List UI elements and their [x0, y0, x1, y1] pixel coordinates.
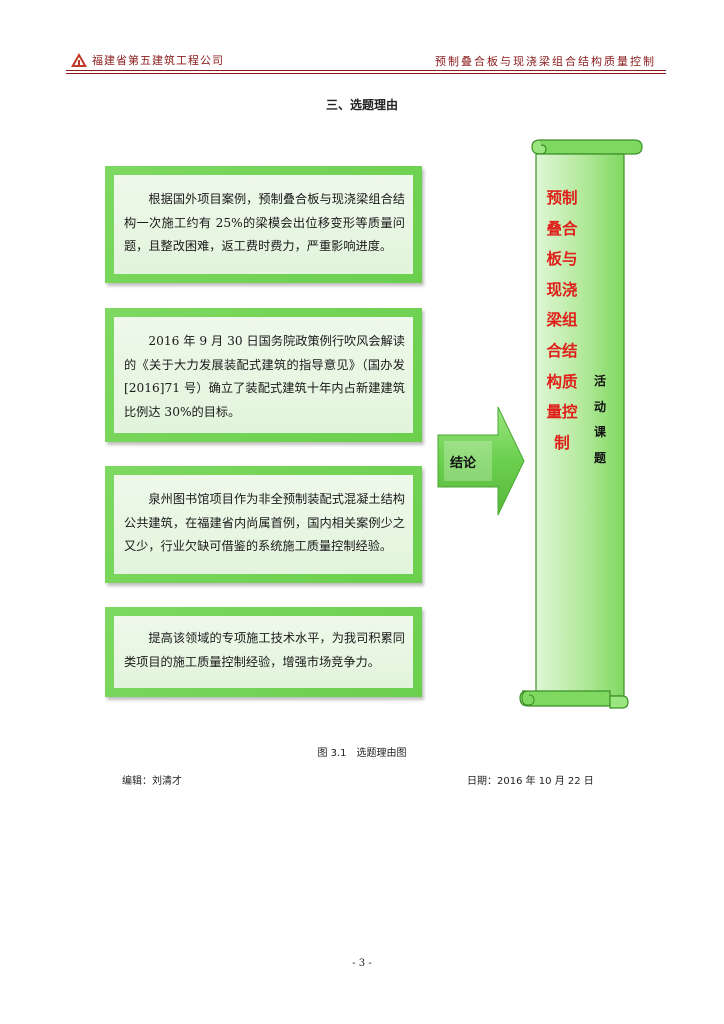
- conclusion-arrow: [437, 406, 525, 516]
- reason-text-3: 泉州图书馆项目作为非全预制装配式混凝土结构公共建筑，在福建省内尚属首例，国内相关…: [124, 492, 405, 553]
- project-header-title: 预制叠合板与现浇梁组合结构质量控制: [435, 55, 656, 68]
- header-left: 福建省第五建筑工程公司: [70, 52, 224, 68]
- figure-caption: 图 3.1 选题理由图: [317, 748, 407, 759]
- company-name: 福建省第五建筑工程公司: [92, 54, 224, 67]
- reason-text-2: 2016 年 9 月 30 日国务院政策例行吹风会解读的《关于大力发展装配式建筑…: [124, 334, 405, 419]
- reason-box-3: 泉州图书馆项目作为非全预制装配式混凝土结构公共建筑，在福建省内尚属首例，国内相关…: [105, 466, 422, 583]
- section-title: 三、选题理由: [325, 98, 398, 112]
- reason-text-1: 根据国外项目案例，预制叠合板与现浇梁组合结构一次施工约有 25%的梁模会出位移变…: [124, 192, 405, 253]
- scroll-topic-title: 预制叠合板与现浇梁组合结构质量控制: [546, 189, 578, 452]
- topic-scroll: [519, 139, 643, 709]
- company-logo-icon: [71, 53, 87, 67]
- conclusion-label: 结论: [450, 456, 477, 471]
- editor-line: 编辑：刘清才: [122, 776, 182, 787]
- reason-box-4: 提高该领域的专项施工技术水平，为我司积累同类项目的施工质量控制经验，增强市场竞争…: [105, 607, 422, 697]
- activity-topic-label: 活动课题: [593, 374, 606, 465]
- header-rule: [66, 70, 666, 71]
- reason-box-1: 根据国外项目案例，预制叠合板与现浇梁组合结构一次施工约有 25%的梁模会出位移变…: [105, 166, 422, 283]
- page-number: - 3 -: [352, 958, 372, 969]
- reason-text-4: 提高该领域的专项施工技术水平，为我司积累同类项目的施工质量控制经验，增强市场竞争…: [124, 631, 405, 669]
- date-line: 日期：2016 年 10 月 22 日: [467, 776, 594, 787]
- reason-box-2: 2016 年 9 月 30 日国务院政策例行吹风会解读的《关于大力发展装配式建筑…: [105, 308, 422, 442]
- header-rule-thin: [66, 73, 666, 74]
